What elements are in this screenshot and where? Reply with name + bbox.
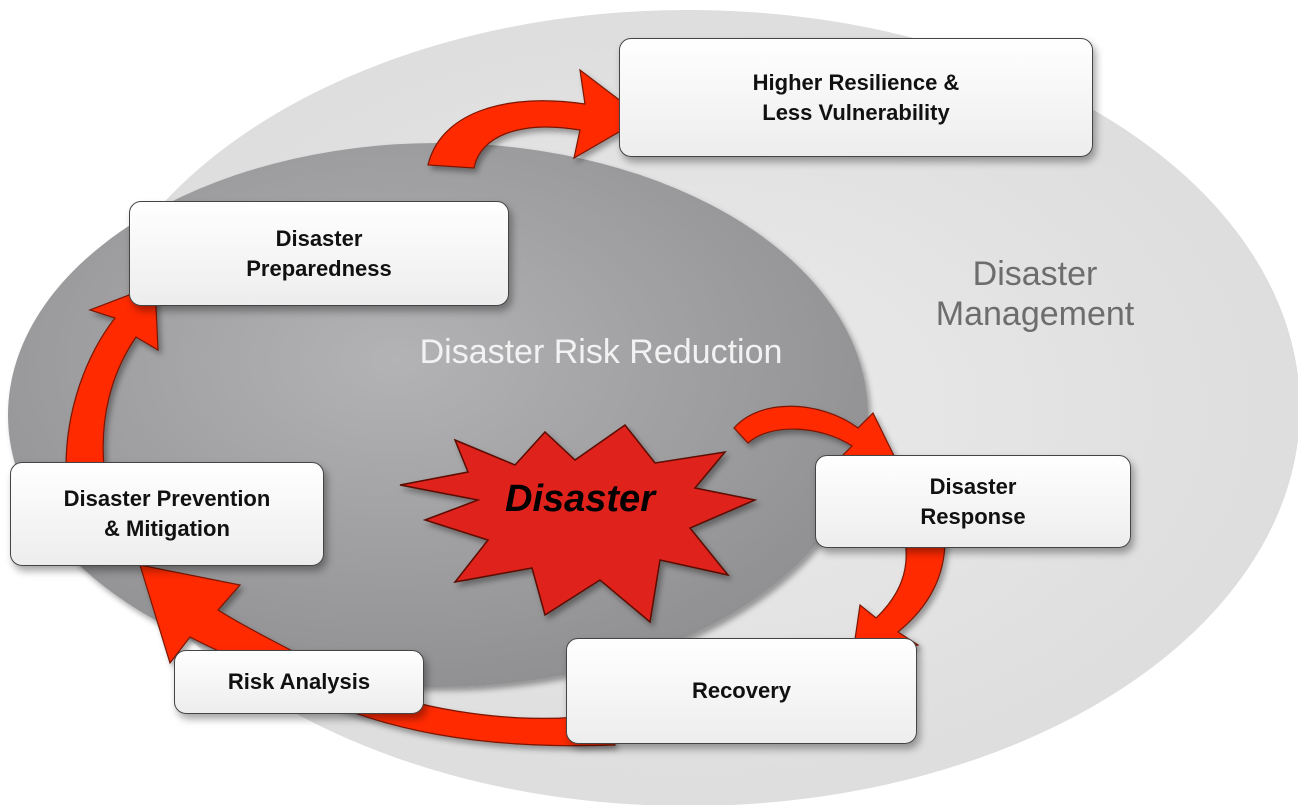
preparedness-box: Disaster Preparedness bbox=[129, 201, 509, 306]
prevention-box-line2: & Mitigation bbox=[104, 516, 230, 541]
risk-analysis-box: Risk Analysis bbox=[174, 650, 424, 714]
disaster-management-label-line1: Disaster bbox=[972, 255, 1098, 293]
response-box-line2: Response bbox=[920, 503, 1026, 529]
response-box: Disaster Response bbox=[815, 455, 1131, 548]
preparedness-box-line2: Preparedness bbox=[246, 255, 392, 281]
disaster-center-label: Disaster bbox=[505, 478, 655, 520]
recovery-box-label: Recovery bbox=[691, 678, 792, 703]
risk-analysis-box-label: Risk Analysis bbox=[227, 669, 371, 694]
resilience-box-line2: Less Vulnerability bbox=[762, 99, 950, 125]
recovery-box: Recovery bbox=[566, 638, 917, 744]
disaster-management-label: Disaster Management bbox=[905, 254, 1165, 334]
prevention-mitigation-box: Disaster Prevention & Mitigation bbox=[10, 462, 324, 566]
response-box-line1: Disaster bbox=[929, 473, 1017, 499]
prevention-box-line1: Disaster Prevention bbox=[63, 486, 271, 511]
preparedness-box-line1: Disaster bbox=[275, 225, 363, 251]
arrow-disaster-to-response bbox=[733, 405, 902, 469]
disaster-burst bbox=[399, 423, 758, 624]
disaster-management-label-line2: Management bbox=[935, 295, 1135, 333]
arrow-preparedness-to-resilience bbox=[427, 68, 645, 169]
resilience-box: Higher Resilience & Less Vulnerability bbox=[619, 38, 1093, 157]
disaster-risk-reduction-label: Disaster Risk Reduction bbox=[419, 333, 783, 371]
resilience-box-line1: Higher Resilience & bbox=[752, 69, 960, 95]
